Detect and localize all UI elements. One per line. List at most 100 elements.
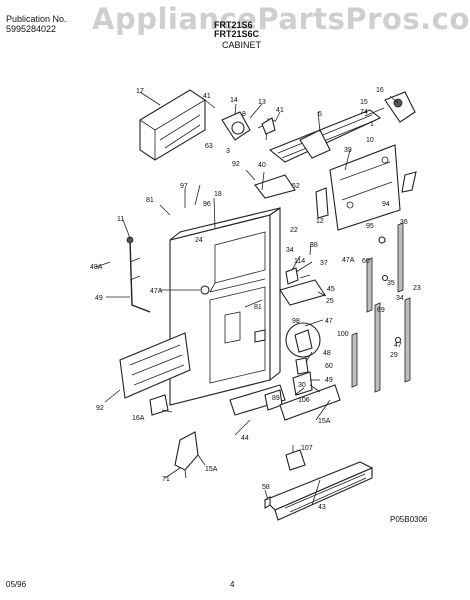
callout-label: 11	[117, 216, 124, 223]
light-socket-part	[285, 267, 299, 285]
callout-label: 114	[294, 258, 305, 265]
callout-label: 43	[318, 504, 326, 511]
machine-compartment-cover	[119, 332, 191, 399]
cabinet-body	[169, 206, 281, 406]
diagram-code: P05B0306	[390, 515, 428, 524]
callout-label: 37	[320, 260, 328, 267]
callout-label: 12	[316, 218, 324, 225]
callout-label: 100	[337, 331, 349, 338]
callout-label: 97	[180, 183, 188, 190]
callout-label: 47A	[342, 257, 355, 264]
leveling-leg-part	[149, 394, 169, 416]
watermark-logo: AppliancePartsPros.com	[92, 2, 470, 36]
callout-label: 106	[298, 397, 310, 404]
callout-label: 89	[272, 395, 280, 402]
callout-label: 45	[327, 286, 335, 293]
callout-label: 34	[396, 295, 404, 302]
light-switch-part	[254, 329, 266, 343]
light-shield-part	[401, 171, 417, 193]
section-title: CABINET	[222, 40, 262, 50]
grille-screw-part	[264, 496, 271, 509]
callout-label: 40	[258, 162, 266, 169]
callout-label: 69	[377, 307, 385, 314]
screw-part-2	[381, 274, 389, 282]
callout-label: 15A	[205, 466, 218, 473]
model-number-2: FRT21S6C	[214, 29, 260, 39]
callout-label: 29	[390, 352, 398, 359]
callout-label: 16	[376, 87, 384, 94]
control-housing-part	[329, 144, 401, 231]
screw-part-3	[394, 336, 402, 344]
callout-label: 48A	[90, 264, 103, 271]
callout-label: 1	[370, 121, 374, 128]
callout-label: 81	[254, 304, 262, 311]
callout-label: 92	[232, 161, 240, 168]
callout-label: 72	[0, 0, 8, 2]
hinge-screw-part	[129, 257, 141, 281]
callout-label: 38	[310, 242, 318, 249]
callout-label: 60	[325, 363, 333, 370]
drain-pan-part	[279, 384, 341, 421]
callout-label: 63	[205, 143, 213, 150]
fan-motor-part	[221, 111, 276, 141]
callout-label: 15A	[318, 418, 331, 425]
bracket-part	[315, 187, 329, 219]
callout-label: 5	[318, 111, 322, 118]
page-number: 4	[230, 580, 235, 589]
callout-label: 23	[413, 285, 421, 292]
grille-clip-part	[285, 449, 306, 471]
callout-label: 44	[241, 435, 249, 442]
callout-label: 22	[290, 227, 298, 234]
callout-label: 18	[214, 191, 222, 198]
hinge-bushing-part	[200, 285, 210, 295]
callout-label: 98	[292, 318, 300, 325]
callout-label: 25	[326, 298, 334, 305]
callout-label: 8	[242, 111, 246, 118]
callout-label: 39	[344, 147, 352, 154]
door-seal-strips	[351, 222, 411, 393]
callout-label: 24	[195, 237, 203, 244]
callout-label: 93	[0, 0, 8, 2]
callout-label: 60	[362, 258, 370, 265]
callout-label: 58	[262, 484, 270, 491]
evaporator-coil-part	[268, 109, 382, 163]
leader-lines	[95, 91, 399, 506]
bottom-hinge-part	[174, 431, 199, 471]
cold-control-part	[295, 357, 309, 375]
callout-label: 15	[360, 99, 368, 106]
callout-label: 17	[136, 88, 144, 95]
footer-date: 05/96	[6, 580, 27, 589]
callout-label: 34	[286, 247, 294, 254]
callout-label: 3	[226, 148, 230, 155]
callout-label: 71	[162, 476, 170, 483]
callout-label: 36	[400, 219, 408, 226]
callout-label: 107	[301, 445, 313, 452]
callout-label: 41	[276, 107, 284, 114]
thermostat-knob-part	[384, 91, 416, 123]
publication-number: 5995284022	[6, 24, 57, 34]
model-number-1: FRT21S6	[214, 20, 253, 30]
callout-label: 48	[323, 350, 331, 357]
callout-label: 74	[360, 109, 368, 116]
callout-label: 13	[258, 99, 266, 106]
callout-label: 47	[394, 342, 402, 349]
callout-label: 14	[230, 97, 238, 104]
callout-label: 30	[298, 382, 306, 389]
callout-label: 81	[146, 197, 154, 204]
hinge-bracket-part	[292, 371, 313, 396]
callout-label: 47	[325, 318, 333, 325]
callout-label: 96	[203, 201, 211, 208]
control-bracket-part	[279, 279, 326, 306]
callout-label: 47A	[150, 288, 163, 295]
evaporator-cover-part	[139, 89, 206, 161]
screw-part	[378, 236, 386, 244]
callout-label: 10	[366, 137, 374, 144]
callout-label: 49	[95, 295, 103, 302]
air-baffle-part	[254, 174, 296, 199]
publication-label: Publication No.	[6, 14, 67, 24]
callout-label: 95	[366, 223, 374, 230]
callout-label: 35	[387, 280, 395, 287]
